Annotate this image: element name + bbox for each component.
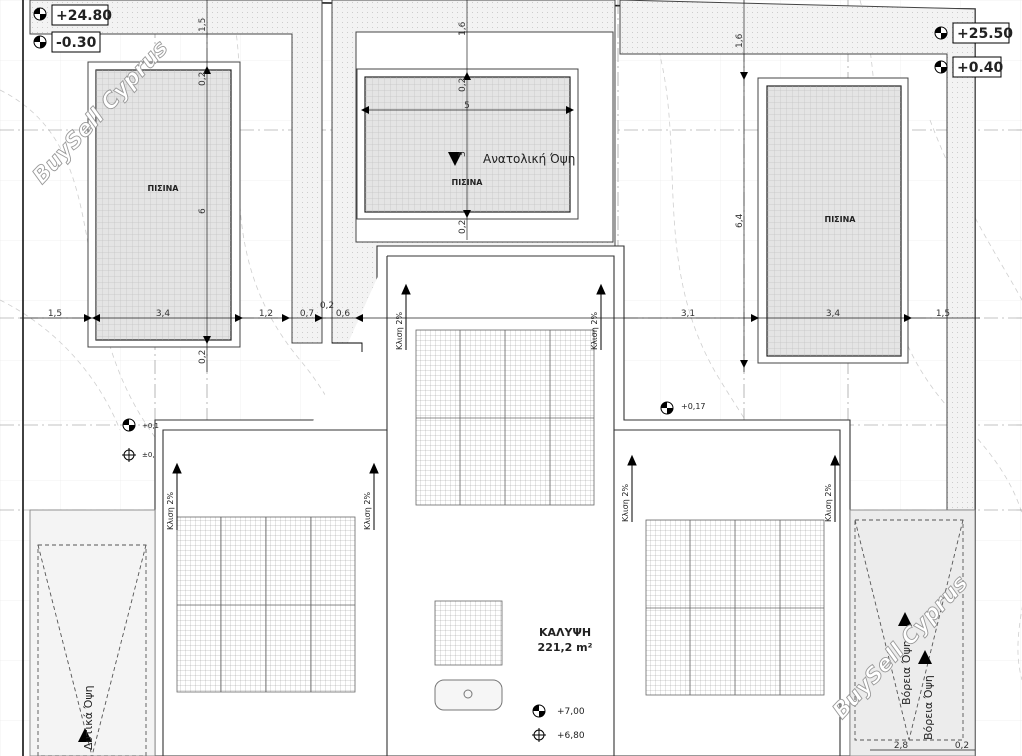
slope-label-4: Κλιση 2% xyxy=(363,492,372,530)
elevation-marker-2 xyxy=(33,31,101,53)
pool-label-center: ΠΙΣΙΝΑ xyxy=(452,178,484,187)
slope-label-1: Κλιση 2% xyxy=(395,312,404,350)
dim-v-3: 3 xyxy=(458,151,468,157)
section-label-north-2: Βόρεια Όψη xyxy=(922,675,935,740)
coverage-title: ΚΑΛΥΨΗ xyxy=(539,626,591,639)
elevation-label-5: +0,1 xyxy=(142,422,159,430)
dim-v-0-2-b: 0,2 xyxy=(198,350,208,364)
elevation-label-1: +24.80 xyxy=(56,8,112,24)
section-marker-north-2-icon xyxy=(918,650,932,664)
dim-b-2-8: 2,8 xyxy=(894,741,909,751)
slope-label-5: Κλιση 2% xyxy=(621,484,630,522)
pool-center xyxy=(356,68,579,220)
pool-right xyxy=(757,77,909,364)
solar-array-left xyxy=(176,516,356,693)
elevation-marker-7 xyxy=(532,704,546,742)
dim-3-4-left: 3,4 xyxy=(156,309,171,319)
dim-0-6: 0,6 xyxy=(336,309,351,319)
elevation-marker-6 xyxy=(660,401,674,415)
elevation-label-4: +0.40 xyxy=(957,60,1004,76)
dim-h-5: 5 xyxy=(464,101,470,111)
section-marker-west-icon xyxy=(78,728,92,742)
dim-3-1: 3,1 xyxy=(681,309,695,319)
elevation-label-8: +7,00 xyxy=(557,707,585,717)
pool-label-right: ΠΙΣΙΝΑ xyxy=(825,215,857,224)
dimension-lines xyxy=(20,0,980,372)
elevation-marker-5 xyxy=(122,418,136,462)
water-tank-icon xyxy=(434,679,503,711)
section-marker-east-icon xyxy=(448,152,462,166)
elevation-marker-1 xyxy=(33,4,109,26)
solar-array-right xyxy=(645,519,825,696)
dim-v-0-2-a: 0,2 xyxy=(198,72,208,86)
slope-label-6: Κλιση 2% xyxy=(824,484,833,522)
pool-left xyxy=(87,61,241,348)
parking-areas xyxy=(29,509,976,756)
dim-v-0-2-d: 0,2 xyxy=(458,220,468,234)
dim-3-4-right: 3,4 xyxy=(826,309,841,319)
dim-v-6-4: 6,4 xyxy=(735,213,745,228)
dim-v-6: 6 xyxy=(198,208,208,214)
section-marker-north-icon xyxy=(898,612,912,626)
dim-1-5-right: 1,5 xyxy=(936,309,950,319)
elevation-label-3: +25.50 xyxy=(957,26,1013,42)
dimension-ticks xyxy=(84,66,912,368)
slope-arrows xyxy=(172,283,840,530)
slope-label-2: Κλιση 2% xyxy=(590,312,599,350)
section-label-west: Δυτικά Όψη xyxy=(82,685,95,750)
coverage-value: 221,2 m² xyxy=(538,641,593,654)
dim-v-0-2-c: 0,2 xyxy=(458,78,468,92)
elevation-label-7: +0,17 xyxy=(681,402,706,411)
dim-1-2: 1,2 xyxy=(259,309,273,319)
elevation-marker-4 xyxy=(934,56,1002,78)
solar-array-center xyxy=(415,329,595,506)
pool-label-left: ΠΙΣΙΝΑ xyxy=(148,184,180,193)
dim-1-5-left: 1,5 xyxy=(48,309,62,319)
elevation-label-6: ±0, xyxy=(142,451,155,459)
dim-0-7: 0,7 xyxy=(300,309,314,319)
sink-marks xyxy=(332,342,363,352)
dim-0-2-h: 0,2 xyxy=(320,301,334,311)
section-label-north-1: Βόρεια Όψη xyxy=(900,640,913,705)
section-label-east: Ανατολική Όψη xyxy=(483,152,575,166)
elevation-label-9: +6,80 xyxy=(557,731,585,741)
dim-b-0-2: 0,2 xyxy=(955,741,969,751)
slope-label-3: Κλιση 2% xyxy=(166,492,175,530)
dim-v-1-6-right: 1,6 xyxy=(735,33,745,48)
dim-v-1-6-center: 1,6 xyxy=(458,21,468,36)
elevation-marker-3 xyxy=(934,22,1010,44)
dimension-texts: 1,5 3,4 1,2 0,7 0,6 0,2 3,1 3,4 1,5 1,5 … xyxy=(48,18,969,751)
solar-panel-small xyxy=(434,600,503,666)
elevation-label-2: -0.30 xyxy=(56,35,97,51)
solar-panels xyxy=(176,329,825,696)
dim-v-1-5: 1,5 xyxy=(198,18,208,32)
